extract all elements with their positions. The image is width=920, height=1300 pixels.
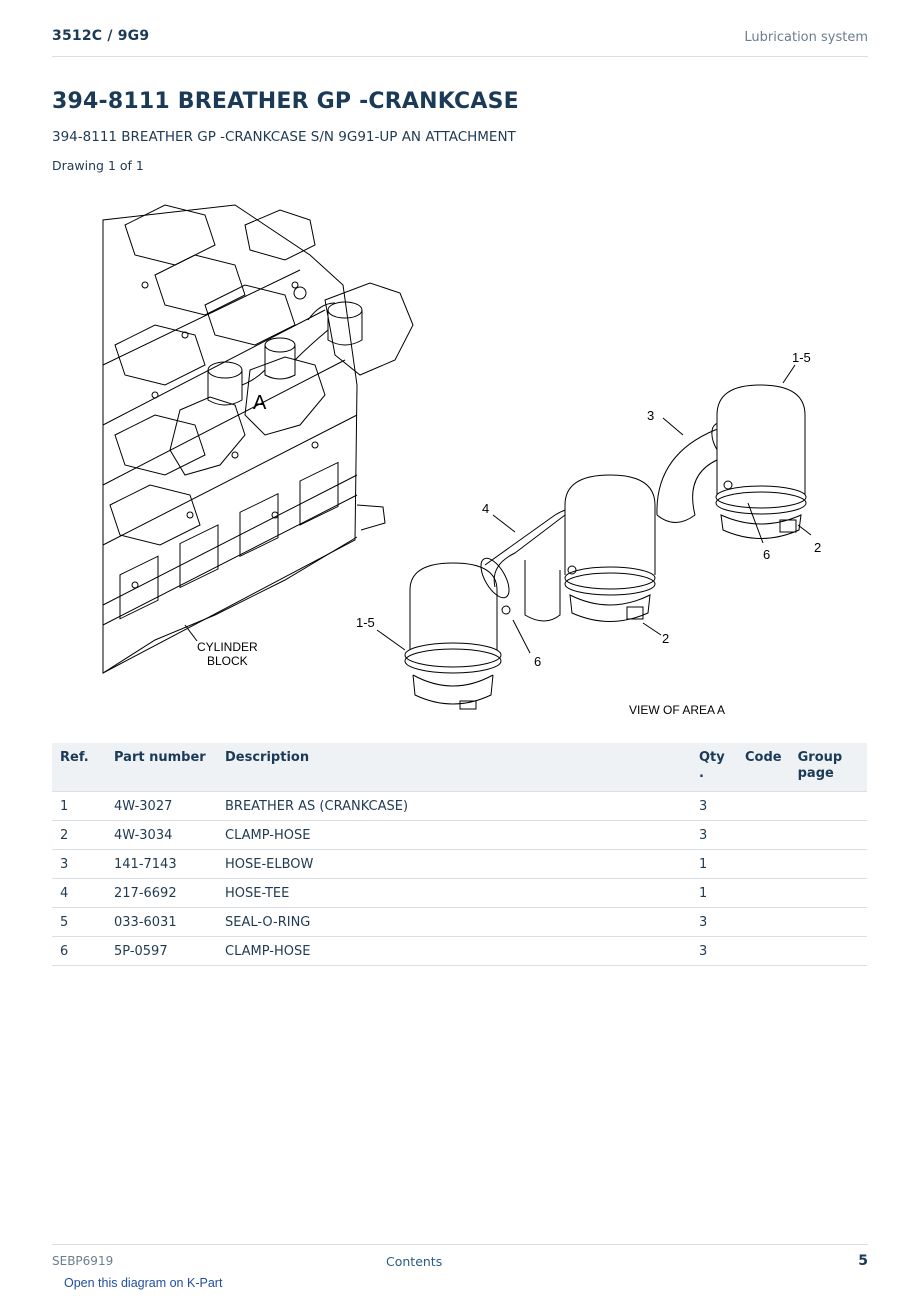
cell-group-page [789,936,867,966]
col-ref: Ref. [52,743,106,792]
cell-part-number: 4W-3034 [106,820,217,850]
callout-4: 4 [482,501,489,516]
col-description: Description [217,743,691,792]
callout-view-area-a: VIEW OF AREA A [629,703,725,717]
callout-1-5-top: 1-5 [792,350,811,365]
cell-ref: 3 [52,849,106,879]
cell-qty: 3 [691,936,737,966]
cell-part-number: 033-6031 [106,907,217,937]
kpart-link[interactable]: Open this diagram on K-Part [64,1276,223,1290]
contents-link[interactable]: Contents [386,1254,443,1269]
cell-code [737,820,790,850]
model-label: 3512C / 9G9 [52,28,150,44]
cell-description: CLAMP-HOSE [217,820,691,850]
cell-qty: 1 [691,878,737,908]
cell-qty: 3 [691,820,737,850]
callout-6-right: 6 [763,547,770,562]
document-number: SEBP6919 [52,1254,114,1268]
callout-a: A [253,392,267,414]
cell-description: SEAL-O-RING [217,907,691,937]
callout-cylinder: CYLINDER [197,640,258,654]
cell-description: BREATHER AS (CRANKCASE) [217,791,691,821]
cell-part-number: 4W-3027 [106,791,217,821]
cell-qty: 3 [691,907,737,937]
page-title: 394-8111 BREATHER GP -CRANKCASE [52,89,519,114]
cell-ref: 4 [52,878,106,908]
table-header-row: Ref. Part number Description Qty . Code … [52,743,867,792]
cell-part-number: 217-6692 [106,878,217,908]
col-code: Code [737,743,790,792]
col-part-number: Part number [106,743,217,792]
callout-block: BLOCK [207,654,248,668]
cell-group-page [789,791,867,821]
cell-part-number: 5P-0597 [106,936,217,966]
cell-group-page [789,878,867,908]
table-row: 2 4W-3034 CLAMP-HOSE 3 [52,820,867,850]
callout-2-right: 2 [814,540,821,555]
breather-assembly-illustration [376,364,812,710]
cell-part-number: 141-7143 [106,849,217,879]
table-row: 1 4W-3027 BREATHER AS (CRANKCASE) 3 [52,791,867,821]
cell-ref: 1 [52,791,106,821]
table-row: 5 033-6031 SEAL-O-RING 3 [52,907,867,937]
cell-qty: 3 [691,791,737,821]
parts-diagram: A CYLINDER BLOCK VIEW OF AREA A 1-5 3 6 … [102,204,821,717]
callout-2-mid: 2 [662,631,669,646]
cell-ref: 5 [52,907,106,937]
col-group-page: Group page [789,743,867,792]
section-label: Lubrication system [744,30,868,45]
cell-description: HOSE-ELBOW [217,849,691,879]
cell-ref: 6 [52,936,106,966]
cell-code [737,878,790,908]
page-number: 5 [858,1253,868,1269]
page-header: 3512C / 9G9 Lubrication system [52,28,868,57]
callout-1-5-left: 1-5 [356,615,375,630]
callout-3: 3 [647,408,654,423]
parts-table: Ref. Part number Description Qty . Code … [52,743,867,966]
cell-ref: 2 [52,820,106,850]
table-row: 4 217-6692 HOSE-TEE 1 [52,878,867,908]
cell-code [737,849,790,879]
cell-code [737,907,790,937]
engine-block-illustration [102,204,414,674]
cell-description: CLAMP-HOSE [217,936,691,966]
table-row: 3 141-7143 HOSE-ELBOW 1 [52,849,867,879]
drawing-label: Drawing 1 of 1 [52,158,144,173]
cell-description: HOSE-TEE [217,878,691,908]
col-qty: Qty . [691,743,737,792]
table-row: 6 5P-0597 CLAMP-HOSE 3 [52,936,867,966]
page-subtitle: 394-8111 BREATHER GP -CRANKCASE S/N 9G91… [52,129,516,145]
callout-6-left: 6 [534,654,541,669]
cell-group-page [789,820,867,850]
cell-code [737,936,790,966]
cell-code [737,791,790,821]
page-footer: SEBP6919 Contents 5 [52,1244,868,1275]
cell-group-page [789,907,867,937]
cell-group-page [789,849,867,879]
cell-qty: 1 [691,849,737,879]
